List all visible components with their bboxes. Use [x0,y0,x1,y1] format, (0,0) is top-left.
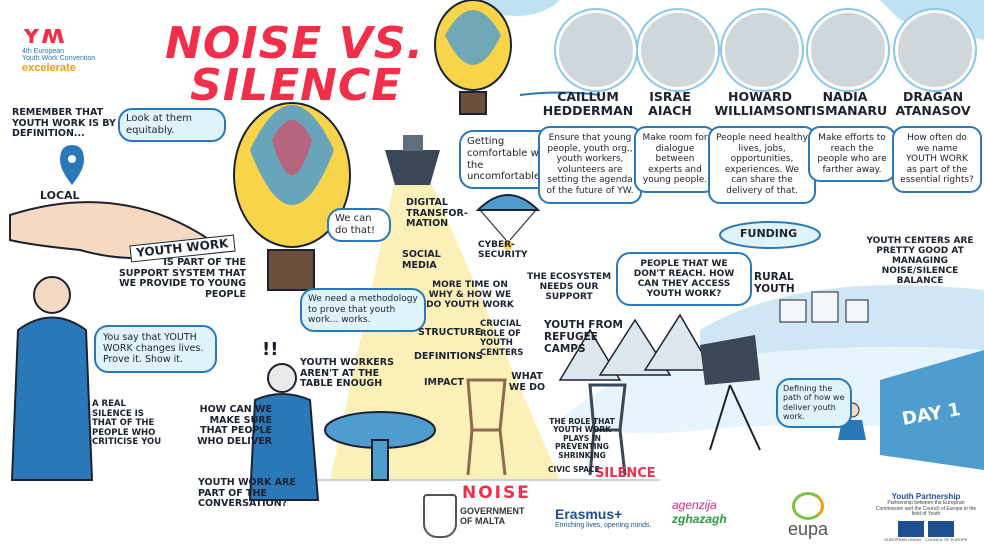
convention-logo: ʏʍ 4th European Youth Work Convention ex… [22,22,132,74]
title-line-2: SILENCE [190,60,403,111]
civic-space-text: CIVIC SPACE [548,465,600,474]
eupa-logo: eupa [788,492,828,538]
beam-item-crucial: CRUCIAL ROLE OF YOUTH CENTERS [480,319,524,358]
local-label: LOCAL [40,189,80,202]
funding-label: FUNDING [740,227,798,240]
remember-text: REMEMBER THAT YOUTH WORK IS BY DEFINITIO… [12,107,116,140]
speaker-quote-2: Make room for dialogue between experts a… [634,126,716,194]
erasmus-tagline: Enriching lives, opening minds. [555,522,652,529]
silence-label: SILENCE [595,466,656,481]
beam-item-impact: IMPACT [424,377,464,388]
yp-title: Youth Partnership [891,492,961,501]
conversation-text: YOUTH WORK ARE PART OF THE CONVERSATION? [198,477,296,510]
speaker-first-4: NADIA [822,89,868,104]
people-reach-bubble: PEOPLE THAT WE DON'T REACH. HOW CAN THEY… [616,252,752,307]
speaker-first-5: DRAGAN [902,89,964,104]
not-at-table-text: YOUTH WORKERS AREN'T AT THE TABLE ENOUGH [300,357,394,390]
speaker-photo-3 [722,10,802,90]
speaker-name-5: DRAGAN ATANASOV [888,90,978,118]
speaker-last-2: AIACH [648,103,692,118]
speaker-name-3: HOWARD WILLIAMSON [705,90,815,118]
youth-partnership-logo: Youth Partnership Partnership between th… [874,492,978,542]
refugee-camps-text: YOUTH FROM REFUGEE CAMPS [544,319,623,355]
speaker-first-2: ISRAE [649,89,691,104]
speaker-last-3: WILLIAMSON [714,103,806,118]
support-system-text: IS PART OF THE SUPPORT SYSTEM THAT WE PR… [118,257,246,300]
speaker-last-1: HEDDERMAN [542,103,634,118]
eupa-mark-icon [792,492,825,520]
speaker-first-1: CAILLUM [557,89,619,104]
look-equitably-bubble: Look at them equitably. [118,108,226,142]
beam-item-definitions: DEFINITIONS [414,351,483,362]
eupa-name: eupa [788,519,829,539]
erasmus-logo: Erasmus+ Enriching lives, opening minds. [555,506,652,529]
speaker-quote-5: How often do we name YOUTH WORK as part … [892,126,982,194]
beam-item-what-we-do: WHAT WE DO [508,371,546,393]
beam-item-cyber: CYBER-SECURITY [478,240,528,261]
eu-flag-icon [898,520,924,537]
real-silence-text: A REAL SILENCE IS THAT OF THE PEOPLE WHO… [92,399,162,448]
speaker-photo-1 [556,10,636,90]
speaker-name-4: NADIA TISMANARU [800,90,890,118]
methodology-bubble: We need a methodology to prove that yout… [300,288,426,332]
gov-line-2: OF MALTA [460,516,506,526]
speaker-name-2: ISRAE AIACH [630,90,710,118]
speaker-photo-5 [895,10,975,90]
can-do-bubble: We can do that! [327,208,391,242]
speaker-last-4: TISMANARU [802,103,888,118]
speaker-quote-3: People need healthy lives, jobs, opportu… [708,126,816,204]
prove-it-bubble: You say that YOUTH WORK changes lives. P… [94,325,217,373]
coe-label: COUNCIL OF EUROPE [924,536,968,542]
ecosystem-text: THE ECOSYSTEM NEEDS OUR SUPPORT [526,272,612,303]
gov-line-1: GOVERNMENT [460,506,525,516]
rural-youth-text: RURAL YOUTH [754,271,795,295]
logo-brand: excelerate [22,62,76,74]
yp-flags [874,520,978,537]
agenzija-logo: agenzija zghazagh [672,498,727,526]
gov-malta-logo: GOVERNMENT OF MALTA [460,506,525,526]
title-line-1: NOISE VS. [165,18,425,69]
coe-flag-icon [928,520,954,537]
exclaim-mark: !! [262,339,279,360]
speaker-photo-4 [808,10,888,90]
how-can-text: HOW CAN WE MAKE SURE THAT PEOPLE WHO DEL… [197,404,272,447]
agenzija-line-1: agenzija [672,498,717,512]
noise-label: NOISE [462,483,531,503]
logo-line-2: Youth Work Convention [22,55,96,62]
logo-line-1: 4th European [22,48,65,55]
agenzija-line-2: zghazagh [672,512,727,526]
speaker-photo-2 [638,10,718,90]
beam-item-structure: STRUCTURE [418,327,482,338]
role-text: THE ROLE THAT YOUTH WORK PLAYS IN PREVEN… [549,417,615,460]
yp-flag-labels: EUROPEAN UNION COUNCIL OF EUROPE [874,537,978,542]
speaker-first-3: HOWARD [728,89,792,104]
defining-path-bubble: Defining the path of how we deliver yout… [776,378,852,428]
beam-item-digital: DIGITAL TRANSFOR-MATION [406,197,468,230]
speaker-quote-1: Ensure that young people, youth org., yo… [538,126,642,204]
speaker-name-1: CAILLUM HEDDERMAN [538,90,638,118]
beam-item-social: SOCIAL MEDIA [402,249,441,271]
logo-mark-icon: ʏʍ [22,20,65,50]
yp-text: Partnership between the European Commiss… [875,500,977,517]
youth-centers-text: YOUTH CENTERS ARE PRETTY GOOD AT MANAGIN… [866,236,974,287]
malta-crest-icon [423,494,457,538]
footer-logos: GOVERNMENT OF MALTA Erasmus+ Enriching l… [0,488,984,547]
erasmus-name: Erasmus+ [555,506,623,522]
speaker-last-5: ATANASOV [895,103,971,118]
speaker-quote-4: Make efforts to reach the people who are… [808,126,896,183]
eu-label: EUROPEAN UNION [884,536,921,542]
beam-item-more-time: MORE TIME ON WHY & HOW WE DO YOUTH WORK [426,280,514,311]
